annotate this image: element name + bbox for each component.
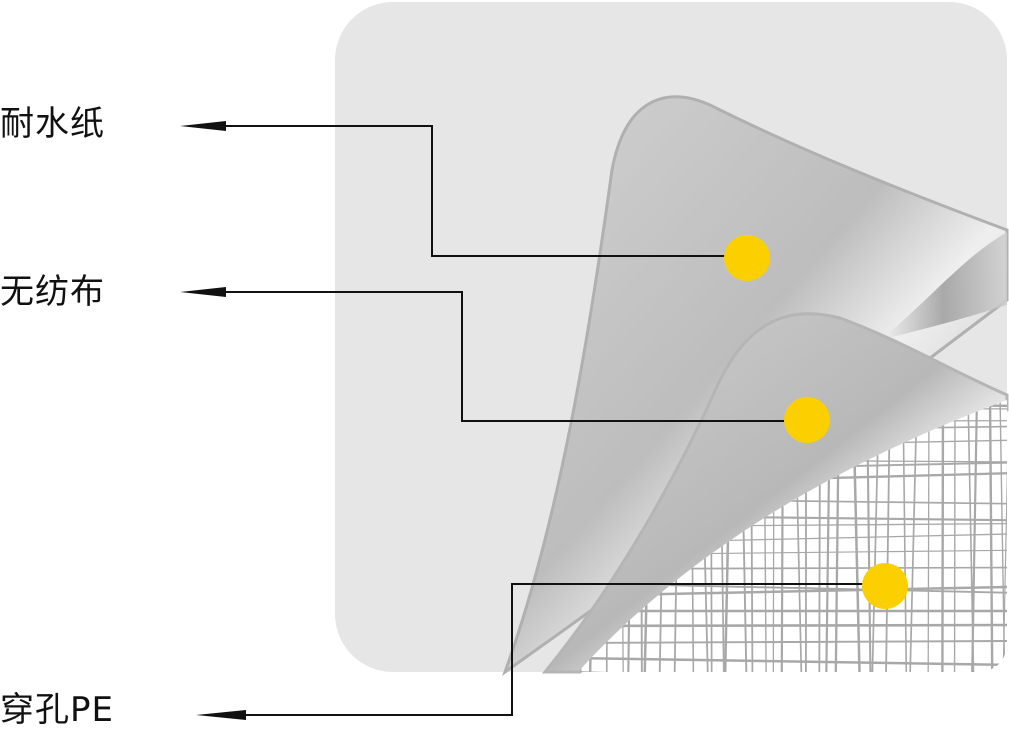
label-perforated-pe: 穿孔PE (0, 690, 114, 730)
leader-line-nonwoven (225, 291, 787, 422)
marker-pe (862, 563, 908, 609)
arrow-pe-icon (196, 710, 246, 720)
arrow-nonwoven-icon (180, 287, 226, 297)
marker-paper (724, 235, 770, 281)
label-water-resistant-paper: 耐水纸 (0, 104, 105, 144)
leader-line-pe (245, 583, 883, 716)
paper-layer-curl (880, 232, 1007, 340)
arrow-paper-icon (180, 121, 226, 131)
label-nonwoven-fabric: 无纺布 (0, 272, 105, 312)
marker-nonwoven (784, 397, 830, 443)
leader-line-paper (225, 125, 727, 257)
